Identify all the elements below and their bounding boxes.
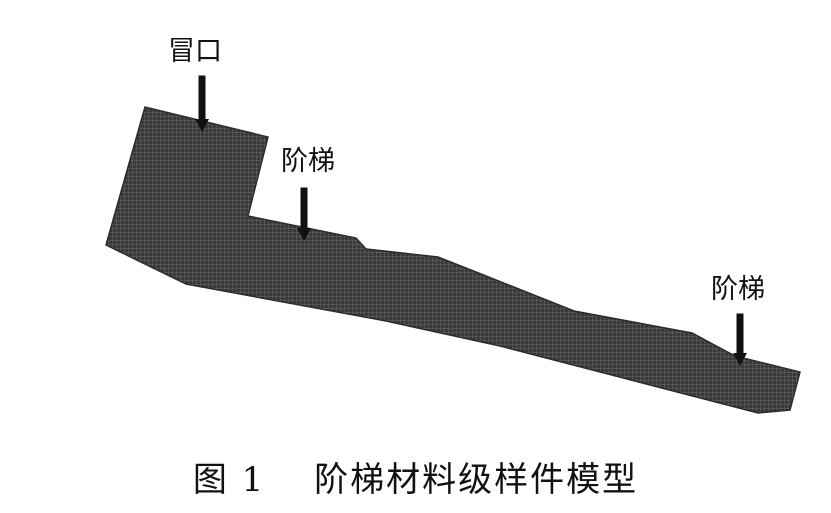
step-top-label: 阶梯 <box>281 146 335 177</box>
figure-title: 阶梯材料级样件模型 <box>314 460 639 500</box>
mesh-model <box>105 106 801 414</box>
step-right-label: 阶梯 <box>711 274 765 305</box>
figure-number: 图 1 <box>192 460 266 500</box>
riser-arrow-head <box>195 119 209 132</box>
figure-caption: 图 1 阶梯材料级样件模型 <box>0 452 831 501</box>
step-right-arrow-head <box>733 353 747 366</box>
riser-label: 冒口 <box>168 36 222 67</box>
step-top-arrow-head <box>297 228 311 241</box>
